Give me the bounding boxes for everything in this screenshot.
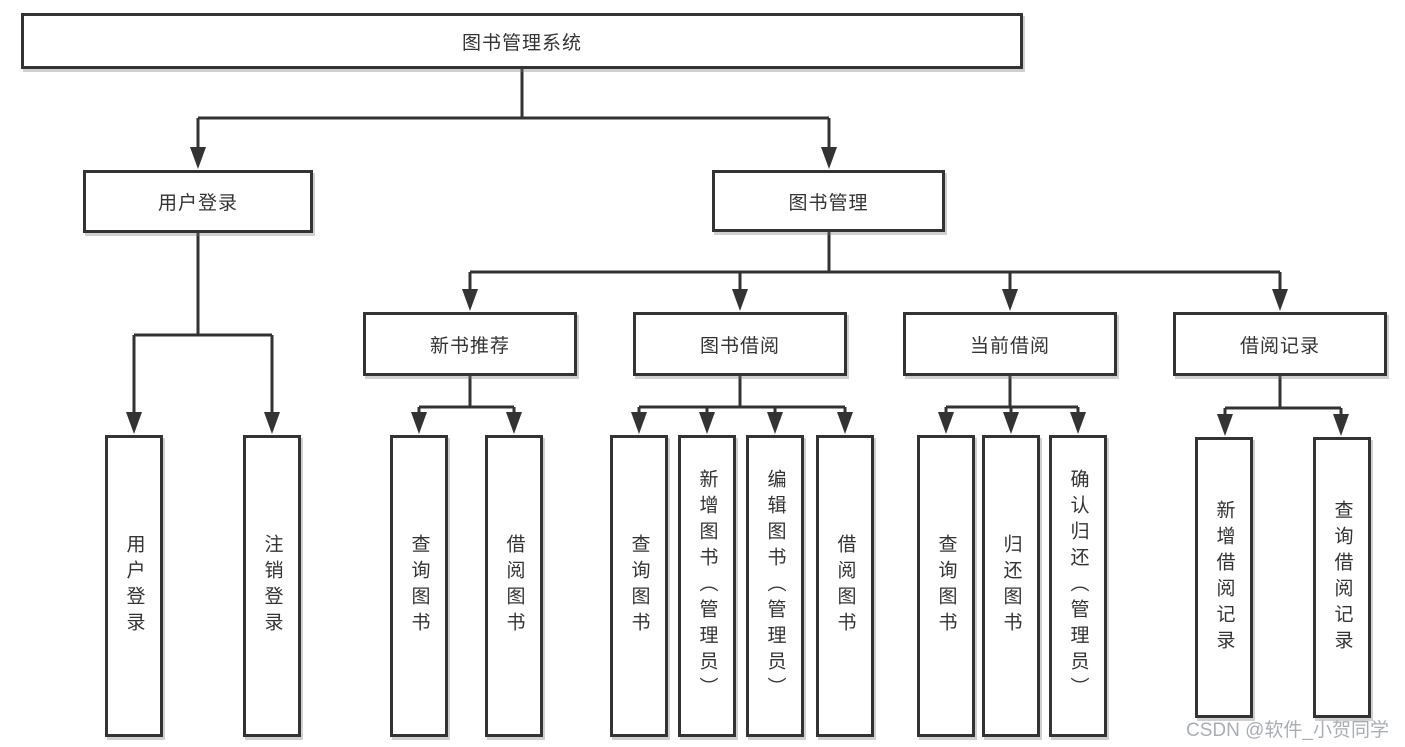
leaf-edit-book-admin: 编辑图书（管理员） <box>746 435 804 737</box>
leaf-borrow-book-bb: 借阅图书 <box>816 435 874 737</box>
node-label: 借阅记录 <box>1239 335 1320 357</box>
leaf-query-book-bb: 查询图书 <box>610 435 668 737</box>
leaf-label: 借阅图书 <box>503 534 525 638</box>
leaf-label: 查询图书 <box>408 534 430 638</box>
leaf-label: 确认归还（管理员） <box>1067 469 1089 703</box>
node-borrowing-records: 借阅记录 <box>1173 312 1387 376</box>
leaf-borrow-book-rec: 借阅图书 <box>485 435 543 737</box>
node-new-book-recommendation: 新书推荐 <box>363 312 577 376</box>
leaf-user-login: 用户登录 <box>105 435 163 737</box>
leaf-label: 新增借阅记录 <box>1213 499 1235 656</box>
leaf-return-book: 归还图书 <box>982 435 1040 737</box>
csdn-watermark: CSDN @软件_小贺同学 <box>1186 720 1389 741</box>
leaf-label: 查询借阅记录 <box>1331 499 1353 656</box>
leaf-label: 查询图书 <box>628 534 650 638</box>
node-label: 当前借阅 <box>969 335 1050 357</box>
leaf-add-borrow-record: 新增借阅记录 <box>1195 437 1253 718</box>
node-label: 新书推荐 <box>429 335 510 357</box>
node-library-management-system: 图书管理系统 <box>21 13 1023 69</box>
node-label: 图书管理 <box>788 192 869 214</box>
node-label: 图书借阅 <box>699 335 780 357</box>
node-label: 用户登录 <box>157 193 238 214</box>
leaf-label: 查询图书 <box>935 534 957 638</box>
leaf-label: 借阅图书 <box>834 534 856 638</box>
node-book-management: 图书管理 <box>712 170 945 232</box>
node-book-borrowing: 图书借阅 <box>633 312 847 376</box>
node-user-login: 用户登录 <box>83 170 313 233</box>
leaf-confirm-return-admin: 确认归还（管理员） <box>1049 435 1107 737</box>
leaf-logout: 注销登录 <box>243 435 301 737</box>
leaf-label: 用户登录 <box>123 534 145 638</box>
leaf-label: 归还图书 <box>1000 534 1022 638</box>
leaf-label: 注销登录 <box>261 534 283 638</box>
leaf-query-book-rec: 查询图书 <box>390 435 448 737</box>
leaf-label: 编辑图书（管理员） <box>764 469 786 703</box>
leaf-query-borrow-record: 查询借阅记录 <box>1313 437 1371 718</box>
node-current-borrowing: 当前借阅 <box>903 312 1117 376</box>
leaf-add-book-admin: 新增图书（管理员） <box>678 435 736 737</box>
node-label: 图书管理系统 <box>461 32 582 54</box>
arrowhead-icons <box>126 147 1349 436</box>
leaf-query-book-cb: 查询图书 <box>917 435 975 737</box>
leaf-label: 新增图书（管理员） <box>696 469 718 703</box>
